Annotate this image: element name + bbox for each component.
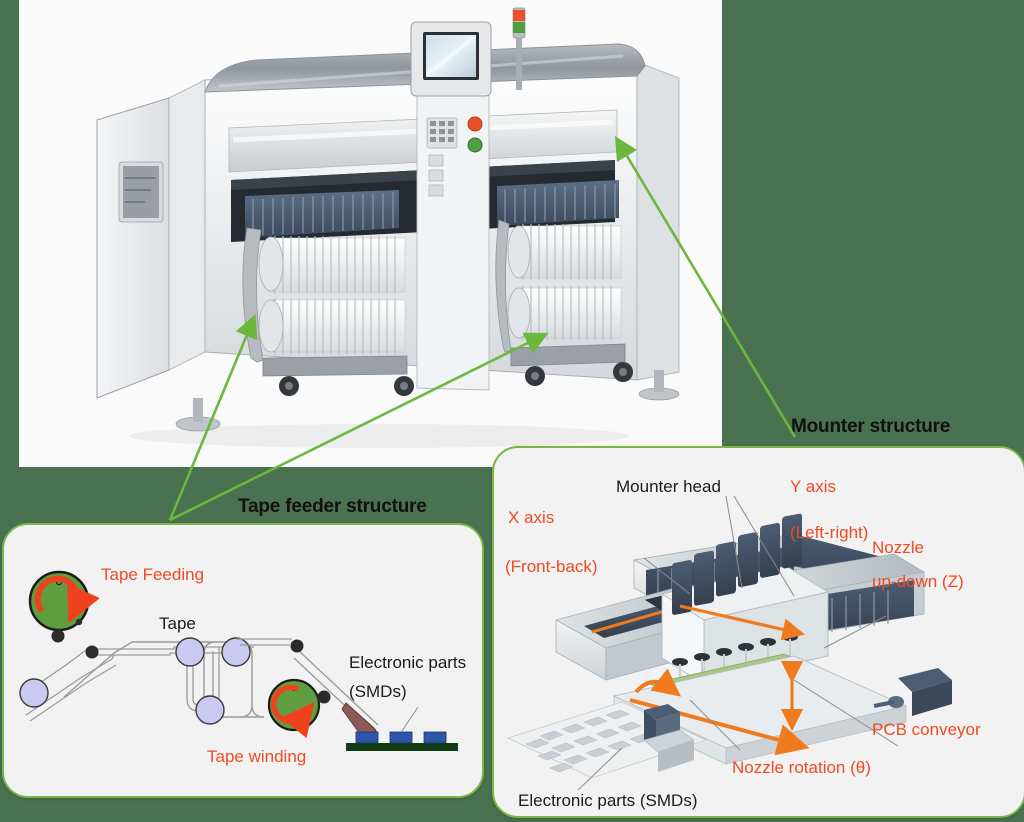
reel-pin — [75, 618, 83, 626]
machine-photo-panel — [19, 0, 722, 467]
label-y-axis: Y axis — [790, 477, 836, 496]
label-nozzle-updown-line2: up-down (Z) — [872, 572, 964, 591]
mounter-head — [644, 513, 830, 685]
tape-feeder-callout-panel: Tape Feeding Tape Tape winding Electroni… — [2, 523, 484, 798]
tape-feeder-diagram: Tape Feeding Tape Tape winding Electroni… — [19, 565, 466, 766]
label-mounter-head: Mounter head — [616, 477, 721, 496]
reel-cart-right — [495, 219, 633, 386]
label-nozzle-updown-line1: Nozzle — [872, 538, 924, 557]
label-tape: Tape — [159, 614, 196, 633]
smd-tray — [506, 701, 708, 779]
label-electronic-parts-line2: (SMDs) — [349, 682, 407, 701]
tape-winding-reel — [267, 678, 321, 739]
label-tape-feeding: Tape Feeding — [101, 565, 204, 584]
reel-cart-left — [242, 227, 414, 396]
label-x-axis-sub: (Front-back) — [505, 557, 598, 576]
label-nozzle-rotation: Nozzle rotation (θ) — [732, 758, 871, 777]
mounter-callout-panel: Mounter head Y axis (Left-right) X axis … — [492, 446, 1024, 818]
feeder-bank-left — [245, 190, 399, 238]
label-electronic-parts-line1: Electronic parts — [349, 653, 466, 672]
mounter-structure-diagram: Mounter head Y axis (Left-right) X axis … — [505, 477, 981, 810]
tape-rollers — [19, 637, 251, 725]
label-x-axis: X axis — [508, 508, 554, 527]
placement-nozzle — [293, 651, 379, 740]
tape-feeder-section-title: Tape feeder structure — [238, 496, 427, 517]
label-tape-winding: Tape winding — [207, 747, 306, 766]
pcb-with-smds — [346, 731, 458, 751]
smt-mounter-machine-photo — [96, 7, 680, 448]
mounter-section-title: Mounter structure — [791, 416, 951, 437]
label-electronic-parts-smds: Electronic parts (SMDs) — [518, 791, 697, 810]
feeder-bank-right — [497, 180, 619, 226]
label-y-axis-sub: (Left-right) — [790, 523, 868, 542]
label-pcb-conveyor: PCB conveyor — [872, 720, 981, 739]
